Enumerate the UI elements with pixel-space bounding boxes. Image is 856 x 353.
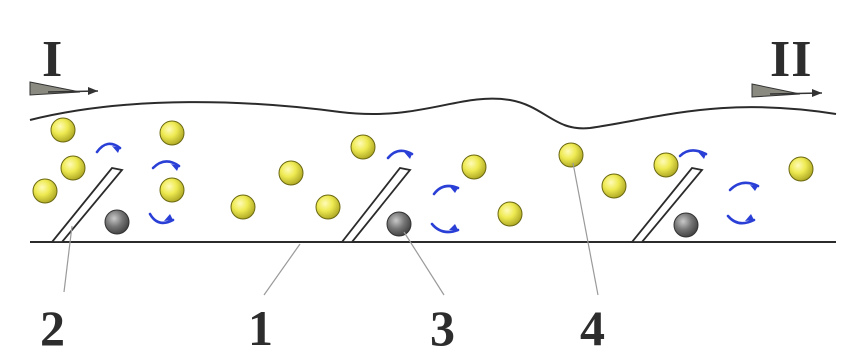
outlet-label: II xyxy=(770,31,812,88)
vortex-arrow-icon xyxy=(148,212,175,225)
suspended-particle xyxy=(32,178,58,204)
callout-2: 2 xyxy=(40,300,65,353)
callout-3: 3 xyxy=(430,300,455,353)
suspended-particle xyxy=(350,134,376,160)
leader-line-4 xyxy=(572,162,599,296)
trapped-particle xyxy=(673,212,699,238)
vortex-arrow-icon xyxy=(95,142,122,154)
inclined-plate xyxy=(630,167,704,243)
vortex-arrow-icon xyxy=(386,149,414,160)
inclined-plate xyxy=(50,167,124,243)
suspended-particle xyxy=(558,142,584,168)
inclined-plate xyxy=(340,167,412,243)
suspended-particle xyxy=(159,177,185,203)
outlet-flow-arrow-icon xyxy=(751,83,823,98)
vortex-arrow-icon xyxy=(678,149,708,159)
trapped-particle xyxy=(104,209,130,235)
water-surface-line xyxy=(29,97,837,130)
suspended-particle xyxy=(601,173,627,199)
vortex-arrow-icon xyxy=(726,214,756,225)
leader-line-1 xyxy=(263,243,301,296)
suspended-particle xyxy=(788,156,814,182)
suspended-particle xyxy=(230,194,256,220)
suspended-particle xyxy=(159,120,185,146)
vortex-arrow-icon xyxy=(151,160,181,171)
inlet-flow-arrow-icon xyxy=(29,81,99,96)
callout-4: 4 xyxy=(580,300,605,353)
suspended-particle xyxy=(60,155,86,181)
suspended-particle xyxy=(278,160,304,186)
leader-line-2 xyxy=(63,225,73,293)
suspended-particle xyxy=(315,194,341,220)
leader-line-3 xyxy=(403,231,445,296)
vortex-arrow-icon xyxy=(430,222,460,234)
suspended-particle xyxy=(50,117,76,143)
vortex-arrow-icon xyxy=(432,184,460,196)
suspended-particle xyxy=(497,201,523,227)
callout-1: 1 xyxy=(248,300,273,353)
vortex-arrow-icon xyxy=(728,181,760,192)
inlet-label: I xyxy=(42,31,63,88)
suspended-particle xyxy=(653,152,679,178)
suspended-particle xyxy=(461,154,487,180)
trapped-particle xyxy=(386,211,412,237)
